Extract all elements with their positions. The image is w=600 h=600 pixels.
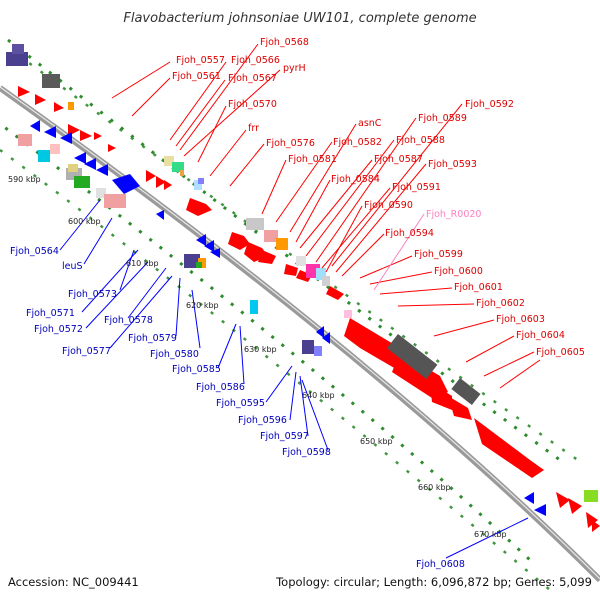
gene-label: Fjoh_0571 (26, 308, 75, 319)
gene-label: Fjoh_0579 (128, 333, 177, 344)
gene-label: Fjoh_0581 (288, 154, 337, 165)
gene-label: Fjoh_0582 (333, 137, 382, 148)
kbp-label: 590 kbp (8, 175, 41, 184)
gene-label: Fjoh_0584 (331, 174, 380, 185)
gene-label: Fjoh_0603 (496, 314, 545, 325)
gene-label: Fjoh_0601 (454, 282, 503, 293)
leader-lines-top (111, 43, 541, 389)
leader-line-rna (373, 213, 425, 291)
kbp-label: 630 kbp (244, 345, 277, 354)
gene-label: Fjoh_R0020 (426, 209, 481, 220)
map-title: Flavobacterium johnsoniae UW101, complet… (123, 11, 476, 26)
kbp-label: 640 kbp (302, 391, 335, 400)
gene-label: Fjoh_0561 (172, 71, 221, 82)
genome-backbone-highlight (0, 86, 600, 580)
kbp-labels: 590 kbp 600 kbp 610 kbp 620 kbp 630 kbp … (8, 175, 507, 539)
gene-label: Fjoh_0605 (536, 347, 585, 358)
gene-label: Fjoh_0593 (428, 159, 477, 170)
gene-label: Fjoh_0564 (10, 246, 59, 257)
kbp-label: 670 kbp (474, 530, 507, 539)
gene-label: Fjoh_0594 (385, 228, 434, 239)
forward-features (18, 86, 600, 532)
gene-label: Fjoh_0604 (516, 330, 565, 341)
kbp-label: 650 kbp (360, 437, 393, 446)
gene-label: Fjoh_0568 (260, 37, 309, 48)
gene-label: leuS (62, 261, 83, 272)
leader-lines-bottom (59, 199, 529, 559)
gene-label: Fjoh_0570 (228, 99, 277, 110)
gene-label: frr (248, 123, 259, 134)
gene-label: Fjoh_0577 (62, 346, 111, 357)
gene-label: Fjoh_0599 (414, 249, 463, 260)
gene-label: Fjoh_0573 (68, 289, 117, 300)
gene-label: Fjoh_0578 (104, 315, 153, 326)
gene-labels-top: Fjoh_0557 Fjoh_0561 Fjoh_0566 Fjoh_0567 … (172, 37, 585, 358)
gene-label: Fjoh_0576 (266, 138, 315, 149)
reverse-features (30, 120, 546, 516)
kbp-track-inner (0, 121, 532, 562)
kbp-track-mid1 (17, 53, 586, 467)
gene-label: Fjoh_0600 (434, 266, 483, 277)
kbp-track-mid2 (0, 148, 551, 591)
genome-backbone (0, 85, 600, 583)
cog-boxes (6, 44, 598, 502)
gene-label: Fjoh_0572 (34, 324, 83, 335)
gene-label: Fjoh_0597 (260, 431, 309, 442)
gene-label: Fjoh_0598 (282, 447, 331, 458)
gene-label: Fjoh_0588 (396, 135, 445, 146)
gene-label: asnC (358, 118, 382, 129)
gene-label: Fjoh_0590 (364, 200, 413, 211)
gene-label: Fjoh_0585 (172, 364, 221, 375)
kbp-label: 620 kbp (186, 301, 219, 310)
gene-label: Fjoh_0557 (176, 55, 225, 66)
gene-label: Fjoh_0567 (228, 73, 277, 84)
gene-labels-bottom: Fjoh_0564 leuS Fjoh_0573 Fjoh_0571 Fjoh_… (10, 246, 465, 570)
gene-label: pyrH (283, 63, 306, 74)
gene-label: Fjoh_0592 (465, 99, 514, 110)
gene-label: Fjoh_0608 (416, 559, 465, 570)
gene-label: Fjoh_0580 (150, 349, 199, 360)
kbp-label: 660 kbp (418, 483, 451, 492)
gene-label: Fjoh_0602 (476, 298, 525, 309)
accession-text: Accession: NC_009441 (8, 575, 139, 589)
kbp-label: 600 kbp (68, 217, 101, 226)
gene-label: Fjoh_0589 (418, 113, 467, 124)
gene-label: Fjoh_0586 (196, 382, 245, 393)
genome-summary-text: Topology: circular; Length: 6,096,872 bp… (275, 575, 592, 589)
gene-label: Fjoh_0595 (216, 398, 265, 409)
gene-label: Fjoh_0566 (231, 55, 280, 66)
gene-label: Fjoh_0591 (392, 182, 441, 193)
gene-label: Fjoh_0596 (238, 415, 287, 426)
gene-label: Fjoh_0587 (374, 154, 423, 165)
kbp-label: 610 kbp (126, 259, 159, 268)
